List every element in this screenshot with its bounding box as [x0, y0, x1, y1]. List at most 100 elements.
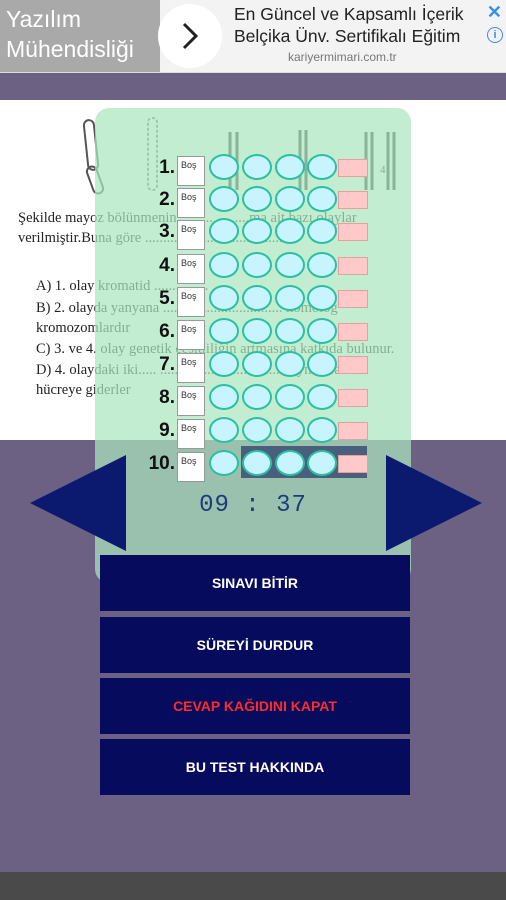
answer-status-box: Boş	[177, 353, 205, 383]
option-b-bubble[interactable]	[242, 218, 272, 244]
option-c-bubble[interactable]	[275, 154, 305, 180]
option-d-bubble[interactable]	[307, 252, 337, 278]
info-icon[interactable]: i	[487, 27, 503, 43]
answer-status-box: Boş	[177, 452, 205, 482]
option-d-bubble[interactable]	[307, 186, 337, 212]
question-number: 2.	[159, 189, 175, 210]
answer-row: 2. Boş	[95, 186, 411, 218]
question-number: 6.	[159, 321, 175, 342]
option-b-bubble[interactable]	[242, 318, 272, 344]
answer-row: 3. Boş	[95, 218, 411, 250]
arrow-left-icon	[30, 455, 126, 551]
answer-row: 8. Boş	[95, 384, 411, 416]
option-c-bubble[interactable]	[275, 218, 305, 244]
answer-status-box: Boş	[177, 188, 205, 218]
close-icon[interactable]: ✕	[486, 2, 502, 22]
option-c-bubble[interactable]	[275, 318, 305, 344]
answer-row: 4. Boş	[95, 252, 411, 284]
option-c-bubble[interactable]	[275, 384, 305, 410]
flag-button[interactable]	[338, 257, 368, 275]
flag-button[interactable]	[338, 191, 368, 209]
option-b-bubble[interactable]	[242, 384, 272, 410]
option-a-bubble[interactable]	[209, 318, 239, 344]
option-c-bubble[interactable]	[275, 450, 305, 476]
ad-banner[interactable]: Yazılım Mühendisliği En Güncel ve Kapsam…	[0, 0, 506, 73]
ad-url: kariyermimari.com.tr	[288, 50, 397, 64]
option-d-bubble[interactable]	[307, 351, 337, 377]
answer-row: 1. Boş	[95, 154, 411, 186]
countdown-timer: 09 : 37	[199, 492, 307, 519]
option-d-bubble[interactable]	[307, 154, 337, 180]
option-b-bubble[interactable]	[242, 154, 272, 180]
flag-button[interactable]	[338, 422, 368, 440]
answer-status-box: Boş	[177, 220, 205, 250]
answer-status-box: Boş	[177, 419, 205, 449]
answer-row: 7. Boş	[95, 351, 411, 383]
question-number: 3.	[159, 221, 175, 242]
about-test-button[interactable]: BU TEST HAKKINDA	[100, 739, 410, 795]
flag-button[interactable]	[338, 290, 368, 308]
answer-status-box: Boş	[177, 254, 205, 284]
option-d-bubble[interactable]	[307, 384, 337, 410]
option-b-bubble[interactable]	[242, 252, 272, 278]
option-a-bubble[interactable]	[209, 450, 239, 476]
ad-title-line1: Yazılım	[6, 6, 81, 32]
option-d-bubble[interactable]	[307, 417, 337, 443]
ad-next-button[interactable]	[158, 4, 222, 68]
answer-status-box: Boş	[177, 287, 205, 317]
option-d-bubble[interactable]	[307, 285, 337, 311]
answer-row: 10. Boş	[95, 450, 411, 482]
pause-timer-button[interactable]: SÜREYİ DURDUR	[100, 617, 410, 673]
option-a-bubble[interactable]	[209, 252, 239, 278]
next-question-button[interactable]	[386, 455, 482, 551]
option-a-bubble[interactable]	[209, 218, 239, 244]
bottom-bar	[0, 872, 506, 900]
question-number: 10.	[148, 453, 175, 474]
answer-row: 9. Boş	[95, 417, 411, 449]
question-number: 5.	[159, 288, 175, 309]
option-a-bubble[interactable]	[209, 285, 239, 311]
chevron-right-icon	[182, 22, 199, 50]
option-c-bubble[interactable]	[275, 351, 305, 377]
option-b-bubble[interactable]	[242, 186, 272, 212]
option-c-bubble[interactable]	[275, 417, 305, 443]
option-a-bubble[interactable]	[209, 154, 239, 180]
ad-line2: Belçika Ünv. Sertifikalı Eğitim	[234, 26, 461, 46]
answer-row: 5. Boş	[95, 285, 411, 317]
option-c-bubble[interactable]	[275, 186, 305, 212]
close-answer-sheet-button[interactable]: CEVAP KAĞIDINI KAPAT	[100, 678, 410, 734]
question-number: 1.	[159, 157, 175, 178]
flag-button[interactable]	[338, 356, 368, 374]
finish-exam-button[interactable]: SINAVI BİTİR	[100, 555, 410, 611]
ad-title-line2: Mühendisliği	[6, 36, 134, 62]
previous-question-button[interactable]	[30, 455, 126, 551]
option-b-bubble[interactable]	[242, 285, 272, 311]
flag-button[interactable]	[338, 389, 368, 407]
option-d-bubble[interactable]	[307, 218, 337, 244]
answer-status-box: Boş	[177, 156, 205, 186]
flag-button[interactable]	[338, 323, 368, 341]
option-a-bubble[interactable]	[209, 384, 239, 410]
option-a-bubble[interactable]	[209, 351, 239, 377]
option-d-bubble[interactable]	[307, 450, 337, 476]
option-c-bubble[interactable]	[275, 252, 305, 278]
option-c-bubble[interactable]	[275, 285, 305, 311]
option-b-bubble[interactable]	[242, 450, 272, 476]
question-number: 9.	[159, 420, 175, 441]
flag-button[interactable]	[338, 455, 368, 473]
flag-button[interactable]	[338, 159, 368, 177]
option-b-bubble[interactable]	[242, 417, 272, 443]
option-a-bubble[interactable]	[209, 186, 239, 212]
option-a-bubble[interactable]	[209, 417, 239, 443]
ad-title-panel[interactable]: Yazılım Mühendisliği	[0, 0, 160, 72]
option-b-bubble[interactable]	[242, 351, 272, 377]
option-d-bubble[interactable]	[307, 318, 337, 344]
answer-status-box: Boş	[177, 386, 205, 416]
question-number: 7.	[159, 354, 175, 375]
question-number: 4.	[159, 255, 175, 276]
question-number: 8.	[159, 387, 175, 408]
arrow-right-icon	[386, 455, 482, 551]
answer-status-box: Boş	[177, 320, 205, 350]
ad-line1: En Güncel ve Kapsamlı İçerik	[234, 4, 464, 24]
flag-button[interactable]	[338, 223, 368, 241]
